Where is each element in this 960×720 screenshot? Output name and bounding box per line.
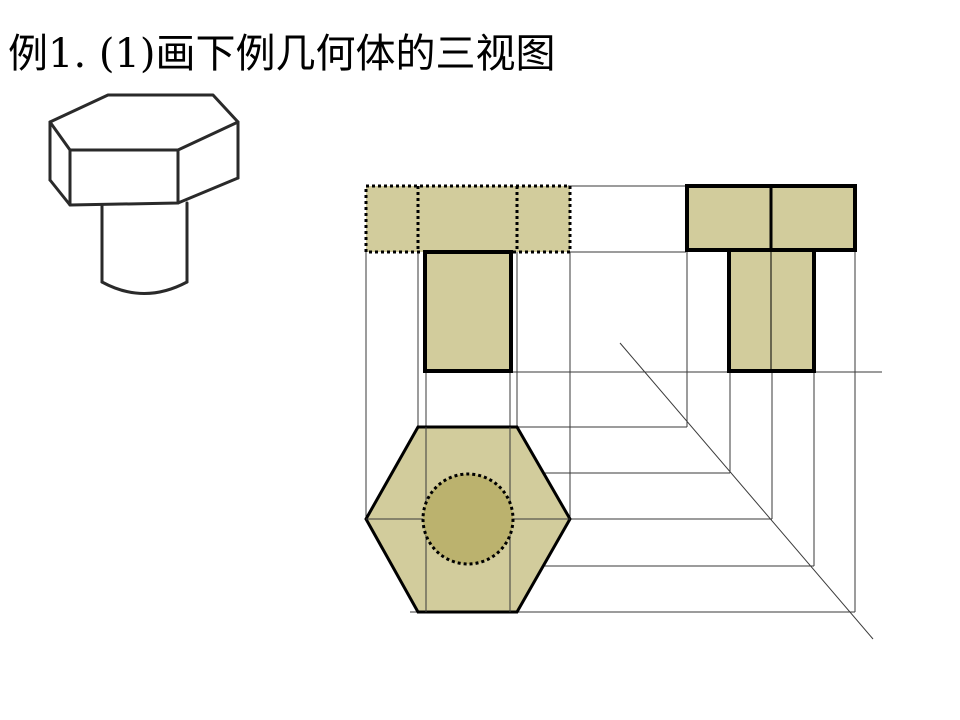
isometric-bolt-sketch [48, 93, 240, 295]
top-view-hidden-circle [421, 472, 515, 566]
front-view-shank [423, 250, 513, 373]
front-view [364, 184, 572, 373]
miter-line [619, 342, 874, 640]
hex-head-bottom-edge [48, 176, 240, 207]
cylinder-bottom-arc [100, 280, 189, 295]
side-view [685, 184, 857, 373]
hex-head-top-face [48, 93, 240, 152]
front-view-head [366, 186, 570, 252]
top-view [364, 425, 572, 614]
slide-title: 例1. (1)画下例几何体的三视图 [8, 31, 556, 77]
